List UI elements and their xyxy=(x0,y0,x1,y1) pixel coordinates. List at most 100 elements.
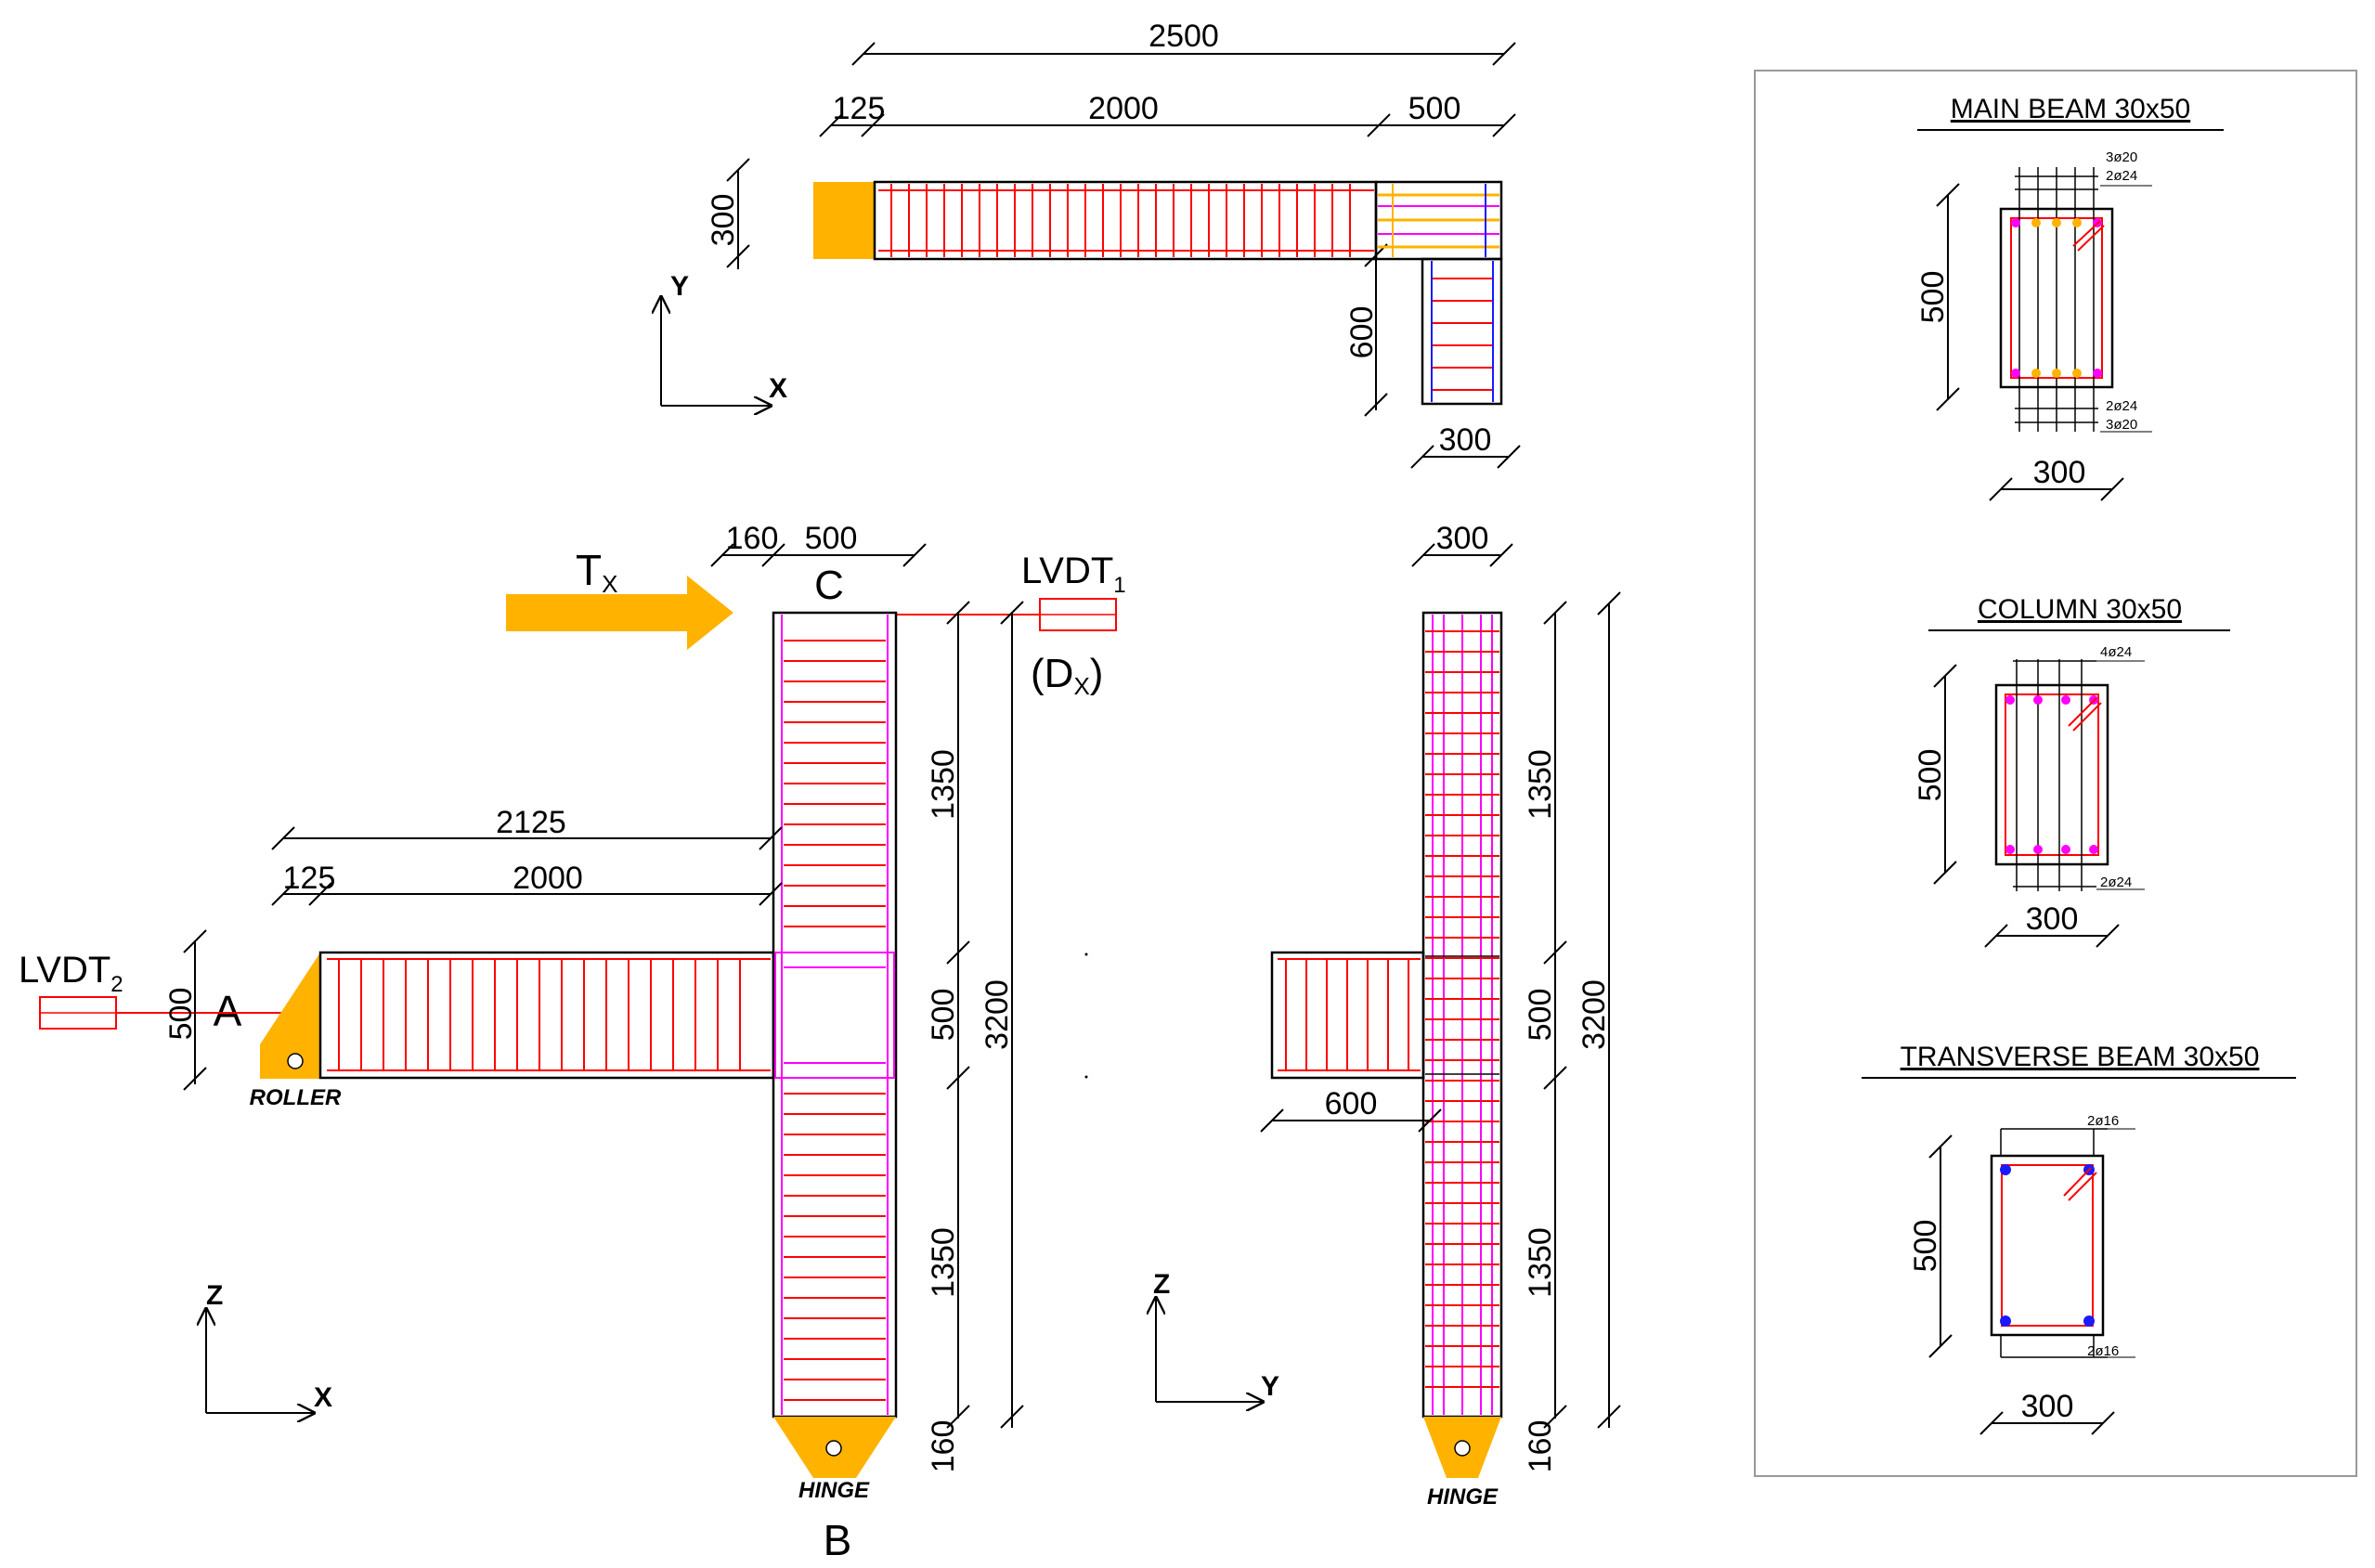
plan-view: 2500 125 2000 500 300 600 300 xyxy=(661,19,1521,469)
transverse-beam-section xyxy=(1990,1154,2105,1337)
dim-yz-top: 300 xyxy=(1436,521,1489,556)
column-bars xyxy=(2005,695,2102,854)
load-arrow xyxy=(506,576,733,650)
main-beam-bot1: 2ø24 xyxy=(2106,398,2137,414)
elevation-xz-dimensions: 160 500 2125 125 2000 500 1350 500 1350 xyxy=(163,521,1024,1473)
plan-axis: Y X xyxy=(661,271,787,406)
dim-top-small: 160 xyxy=(726,521,779,556)
transverse-stub-stirrups xyxy=(1285,959,1409,1070)
hinge-pin-yz xyxy=(1454,1440,1471,1457)
dim-plan-height: 300 xyxy=(706,194,741,247)
transverse-beam-bars xyxy=(2000,1164,2097,1327)
transverse-beam-dims: 500 300 xyxy=(1908,1134,2115,1435)
dim-125: 125 xyxy=(283,861,336,896)
column-bot: 2ø24 xyxy=(2100,875,2132,890)
section-transverse-beam: TRANSVERSE BEAM 30x50 2ø16 2ø16 xyxy=(1862,1042,2296,1435)
transverse-beam-height: 500 xyxy=(1908,1220,1943,1273)
load-label: TX xyxy=(576,546,617,598)
roller-pin xyxy=(287,1053,304,1069)
main-beam-top1: 3ø20 xyxy=(2106,149,2137,165)
plan-dimensions: 2500 125 2000 500 300 600 300 xyxy=(706,19,1521,469)
section-main-beam: MAIN BEAM 30x50 3ø20 2ø24 xyxy=(1915,94,2224,501)
section-column: COLUMN 30x50 4ø24 2ø24 xyxy=(1913,594,2230,948)
dim-plan-left: 125 xyxy=(833,91,886,126)
column-yz-vertical-bars xyxy=(1432,615,1493,1415)
main-beam-dims: 500 300 xyxy=(1915,183,2124,501)
dim-plan-transverse-width: 300 xyxy=(1439,422,1492,458)
dim-yz-joint: 500 xyxy=(1523,989,1558,1042)
dim-2000: 2000 xyxy=(513,861,583,896)
column-title: COLUMN 30x50 xyxy=(1978,594,2182,625)
roller-support xyxy=(260,952,320,1079)
hinge-label-yz: HINGE xyxy=(1427,1484,1499,1510)
dim-yz-base: 160 xyxy=(1523,1420,1558,1473)
dim-overall: 2500 xyxy=(1149,19,1219,54)
point-a-label: A xyxy=(214,987,242,1035)
axis-y-label: Y xyxy=(670,271,689,302)
main-beam-bot2: 3ø20 xyxy=(2106,417,2137,433)
axis-z-label: Z xyxy=(206,1280,223,1311)
column-section xyxy=(1994,683,2109,866)
plan-transverse-beam xyxy=(1421,257,1503,406)
column-yz-stirrups xyxy=(1425,630,1499,1388)
main-beam-height: 500 xyxy=(1915,271,1951,324)
sections-panel: MAIN BEAM 30x50 3ø20 2ø24 xyxy=(1754,70,2357,1477)
axis-x-label: X xyxy=(769,373,787,404)
elevation-yz-dimensions: 300 600 1350 500 1350 160 3200 xyxy=(1260,521,1621,1473)
column-elevation xyxy=(772,611,898,1419)
axis-z-label-yz: Z xyxy=(1153,1269,1170,1300)
axis-y-label-yz: Y xyxy=(1261,1371,1279,1402)
transverse-beam-width: 300 xyxy=(2021,1389,2074,1424)
column-width: 300 xyxy=(2026,901,2079,937)
hinge-label: HINGE xyxy=(798,1478,870,1503)
transverse-beam-top: 2ø16 xyxy=(2087,1113,2119,1129)
point-c-label: C xyxy=(814,563,844,608)
elevation-xz-axis: Z X xyxy=(206,1280,332,1413)
lvdt1-label: LVDT1 xyxy=(1021,551,1126,598)
dim-yz-lower: 1350 xyxy=(1523,1227,1558,1298)
sections-frame xyxy=(1754,70,2357,1477)
point-b-label: B xyxy=(824,1516,852,1564)
elevation-yz-axis: Z Y xyxy=(1153,1269,1279,1402)
elevation-yz: HINGE 300 600 1350 500 1350 160 3200 xyxy=(1153,521,1621,1510)
dim-plan-right: 500 xyxy=(1408,91,1461,126)
dim-2125: 2125 xyxy=(496,805,566,840)
main-beam-bars xyxy=(2011,218,2105,378)
plan-transverse-stirrups xyxy=(1432,278,1493,391)
dim-plan-transverse-length: 600 xyxy=(1344,306,1380,359)
transverse-beam-title: TRANSVERSE BEAM 30x50 xyxy=(1901,1042,2260,1072)
roller-label: ROLLER xyxy=(250,1085,342,1110)
dim-base: 160 xyxy=(926,1420,961,1473)
plan-stirrups xyxy=(890,184,1351,257)
transverse-stub xyxy=(1270,951,1425,1080)
main-beam-vertical-ties xyxy=(2018,167,2095,432)
column-stirrups xyxy=(784,640,886,1401)
dim-col-lower: 1350 xyxy=(926,1227,961,1298)
axis-x-label-2: X xyxy=(314,1382,332,1413)
dim-yz-upper: 1350 xyxy=(1523,749,1558,820)
plan-main-beam xyxy=(873,180,1378,261)
joint-region xyxy=(774,952,895,1079)
main-beam-elevation xyxy=(318,951,775,1080)
dim-plan-beam: 2000 xyxy=(1088,91,1159,126)
dim-yz-total: 3200 xyxy=(1577,979,1612,1050)
main-beam-width: 300 xyxy=(2033,455,2086,490)
lvdt2-label: LVDT2 xyxy=(19,950,123,997)
dim-beam-depth: 500 xyxy=(163,988,199,1041)
main-beam-top2: 2ø24 xyxy=(2106,168,2137,184)
main-beam-title: MAIN BEAM 30x50 xyxy=(1951,94,2190,124)
beam-stirrups xyxy=(338,959,741,1070)
hinge-pin xyxy=(825,1440,842,1457)
column-height: 500 xyxy=(1913,749,1948,802)
column-dims: 500 300 xyxy=(1913,664,2120,948)
elevation-xz: TX C A B LVDT1 (DX) LVDT2 ROLLER xyxy=(19,521,1126,1564)
dim-joint: 500 xyxy=(926,989,961,1042)
transverse-beam-bot: 2ø16 xyxy=(2087,1343,2119,1359)
dim-yz-stub: 600 xyxy=(1325,1086,1378,1121)
plan-support-block xyxy=(813,182,875,259)
plan-joint-bars xyxy=(1378,184,1499,257)
column-top: 4ø24 xyxy=(2100,644,2132,660)
dim-top-col: 500 xyxy=(805,521,858,556)
dx-label: (DX) xyxy=(1031,651,1103,700)
dim-total: 3200 xyxy=(980,979,1015,1050)
